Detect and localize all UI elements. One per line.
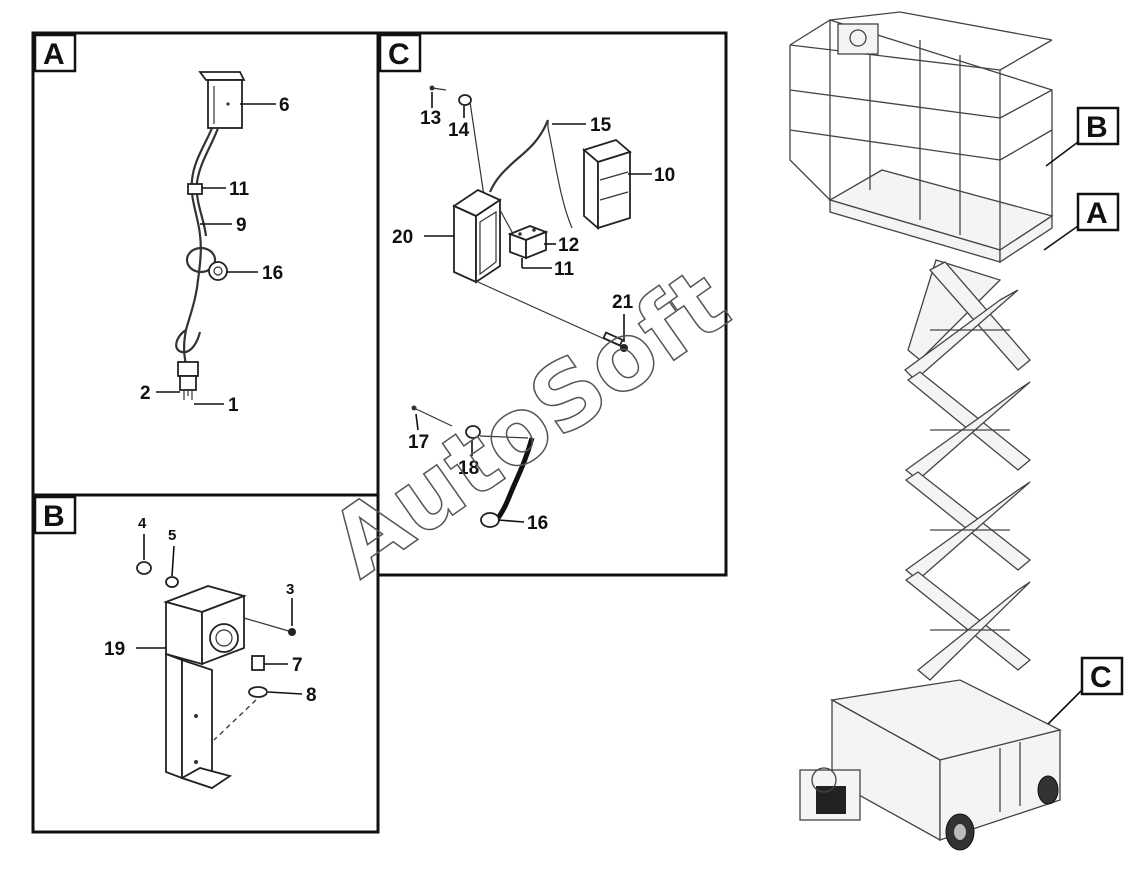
callout-1: 1 <box>228 395 239 416</box>
panel-c-letter: C <box>388 38 410 71</box>
panel-c-frame <box>376 31 728 577</box>
overview-label-a: A <box>1086 197 1108 230</box>
callout-21: 21 <box>612 292 634 313</box>
callout-7: 7 <box>292 655 303 676</box>
relay-part <box>507 225 549 260</box>
overview-b-box <box>1076 106 1120 146</box>
panel-a-frame <box>31 31 380 497</box>
cable-part-b <box>195 127 220 237</box>
overview-label-c: C <box>1090 661 1112 694</box>
cable-loop <box>185 246 217 274</box>
callout-9: 9 <box>236 215 247 236</box>
callout-17: 17 <box>408 432 429 453</box>
lift-scissor-arms <box>904 259 1032 681</box>
callout-6: 6 <box>279 95 290 116</box>
overview-callouts: B A C <box>1043 106 1124 725</box>
callout-18: 18 <box>458 458 479 479</box>
callout-19: 19 <box>104 639 125 660</box>
panel-c-letter-box <box>378 33 422 73</box>
panel-a-letter: A <box>43 38 65 71</box>
callout-20: 20 <box>392 227 413 248</box>
screw-part <box>251 655 265 671</box>
plug-part <box>177 361 199 400</box>
panel-b-frame <box>31 493 380 834</box>
callout-16: 16 <box>262 263 283 284</box>
wire-15-part <box>488 119 550 193</box>
panel-b-letter: B <box>43 500 65 533</box>
overview-label-b: B <box>1086 111 1108 144</box>
cable-16-part <box>495 437 535 520</box>
callout-13: 13 <box>420 108 441 129</box>
callout-2: 2 <box>140 383 151 404</box>
enclosure-20-part <box>452 188 502 284</box>
panel-a-letter-box <box>33 33 77 73</box>
callout-4: 4 <box>138 515 147 532</box>
callout-14: 14 <box>448 120 470 141</box>
washer-part <box>165 576 179 588</box>
nut-part <box>136 561 152 575</box>
callout-12: 12 <box>558 235 579 256</box>
cable-clip <box>187 183 203 195</box>
lift-platform <box>789 11 1054 264</box>
callout-3: 3 <box>286 581 294 598</box>
callout-10: 10 <box>654 165 675 186</box>
lift-chassis <box>799 679 1062 851</box>
callout-11: 11 <box>229 179 250 200</box>
callout-5: 5 <box>168 527 176 544</box>
callout-16-c: 16 <box>527 513 548 534</box>
panel-b: B 4 5 3 19 <box>31 493 380 834</box>
panel-c: C <box>376 31 728 577</box>
callout-8: 8 <box>306 685 317 706</box>
callout-11-c: 11 <box>554 259 575 280</box>
callout-15: 15 <box>590 115 612 136</box>
scissor-lift-illustration <box>789 11 1062 851</box>
panel-b-letter-box <box>33 495 77 535</box>
overview-c-box <box>1080 656 1124 696</box>
cable-part <box>183 127 214 366</box>
lower-cable-loop <box>175 329 202 354</box>
overview-a-box <box>1076 192 1120 232</box>
box-10-part <box>582 138 632 230</box>
panel-a: A 6 11 <box>31 31 380 497</box>
grommet-part <box>208 261 228 281</box>
washer-8-part <box>248 686 268 698</box>
socket-box-part <box>163 585 247 790</box>
bracket-part <box>198 71 246 129</box>
